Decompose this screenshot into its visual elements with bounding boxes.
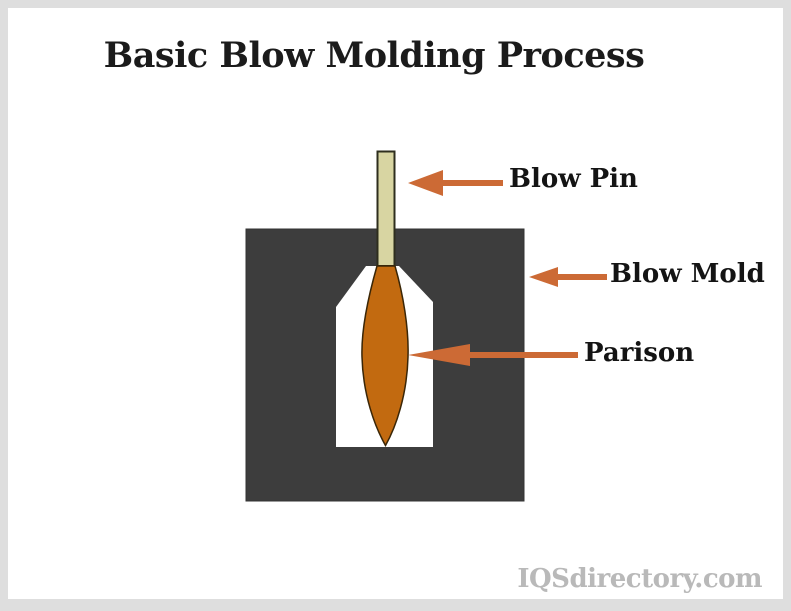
blow-pin-arrow <box>408 170 503 196</box>
blow-pin-shape <box>376 150 396 267</box>
blow-pin-arrow-head <box>408 170 443 196</box>
parison-label: Parison <box>584 338 695 368</box>
blow-mold-label: Blow Mold <box>610 259 765 289</box>
page-title: Basic Blow Molding Process <box>103 35 645 76</box>
blow-mold-arrow-head <box>529 267 558 287</box>
parison-arrow-head <box>408 344 470 366</box>
parison-arrow-shaft <box>468 352 578 358</box>
blow-pin-arrow-shaft <box>441 180 503 186</box>
blow-mold-arrow <box>529 267 607 287</box>
blow-mold-arrow-shaft <box>556 274 607 280</box>
parison-shape <box>361 265 409 448</box>
parison-arrow <box>408 344 578 366</box>
watermark-text: IQSdirectory.com <box>517 564 762 594</box>
blow-pin-label: Blow Pin <box>509 164 638 194</box>
